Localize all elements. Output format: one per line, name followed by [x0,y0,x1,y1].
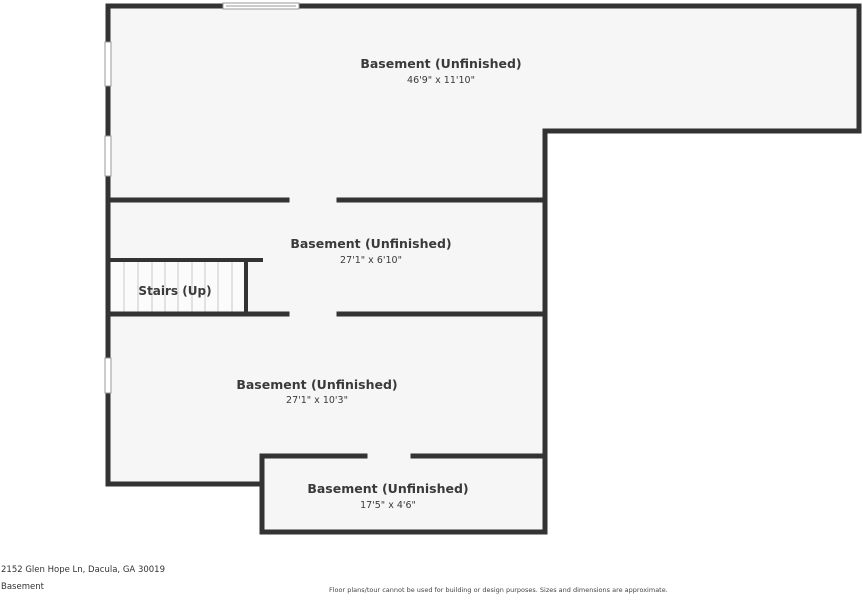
room-3-label: Basement (Unfinished) 27'1" x 10'3" [236,377,397,406]
stair-walls [108,258,263,314]
room-2-dimensions: 27'1" x 6'10" [340,255,402,266]
stairs [111,262,245,313]
windows [104,2,300,394]
room-2-label: Basement (Unfinished) 27'1" x 6'10" [290,236,451,266]
property-address: 2152 Glen Hope Ln, Dacula, GA 30019 [1,565,165,575]
floor-name: Basement [1,582,44,592]
room-3-name: Basement (Unfinished) [236,377,397,392]
floor-plan: Basement (Unfinished) 46'9" x 11'10" Bas… [104,2,862,535]
window-left-2 [104,135,112,177]
walls [105,3,862,535]
stairs-label: Stairs (Up) [138,284,211,298]
room-4-label: Basement (Unfinished) 17'5" x 4'6" [307,481,468,511]
window-left-1 [104,41,112,87]
room-1-label: Basement (Unfinished) 46'9" x 11'10" [360,56,521,86]
floor-area [108,6,859,532]
room-4-name: Basement (Unfinished) [307,481,468,496]
room-4-dimensions: 17'5" x 4'6" [360,500,416,511]
disclaimer: Floor plans/tour cannot be used for buil… [329,586,668,594]
room-2-name: Basement (Unfinished) [290,236,451,251]
window-left-3 [104,357,112,394]
room-1-dimensions: 46'9" x 11'10" [407,75,475,86]
room-1-name: Basement (Unfinished) [360,56,521,71]
room-3-dimensions: 27'1" x 10'3" [286,395,348,406]
